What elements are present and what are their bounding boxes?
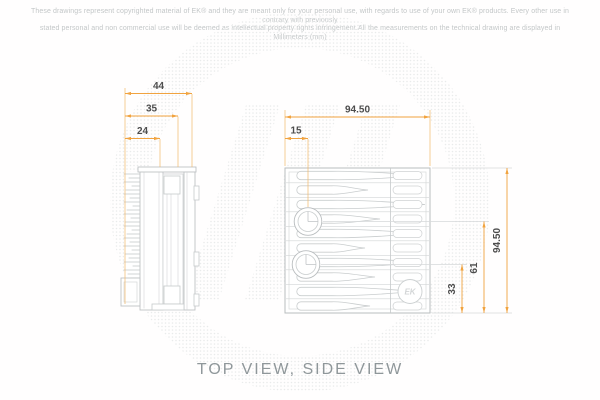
side-view-bottom-foot <box>120 277 141 307</box>
ek-badge-text: EK <box>404 288 416 297</box>
dimension-15-label: 15 <box>290 126 302 137</box>
dimension-94-50-horizontal: 94.50 <box>285 105 430 119</box>
dimension-61: 61 <box>469 221 486 313</box>
dimension-94-50-v-label: 94.50 <box>492 228 503 253</box>
dimension-33: 33 <box>447 264 464 313</box>
side-view-right-plate <box>183 171 196 311</box>
dimension-24-label: 24 <box>137 126 149 137</box>
side-view-main-body <box>139 169 164 311</box>
dimension-94-50-vertical: 94.50 <box>492 168 509 313</box>
top-view-fin-lines <box>286 182 429 300</box>
dimension-61-label: 61 <box>469 262 480 274</box>
side-view-top-cap <box>137 166 197 173</box>
dimension-35-label: 35 <box>146 104 158 115</box>
view-title: TOP VIEW, SIDE VIEW <box>196 361 404 378</box>
dimension-24: 24 <box>125 126 160 141</box>
dimension-15: 15 <box>285 126 308 141</box>
dimension-33-label: 33 <box>447 283 458 295</box>
port-1 <box>293 207 323 236</box>
top-view-blades <box>296 170 426 311</box>
ek-logo-badge: EK <box>397 279 423 304</box>
side-view-dimensions: 44 35 24 <box>124 81 193 304</box>
dimension-44-label: 44 <box>153 81 165 92</box>
top-view-right-capsules <box>392 171 423 311</box>
side-view-drawing <box>120 166 200 311</box>
dimension-94-50-h-label: 94.50 <box>345 105 370 116</box>
port-2 <box>291 250 321 279</box>
dimension-44: 44 <box>125 81 192 96</box>
dimension-35: 35 <box>125 104 178 118</box>
top-view-dimensions: 94.50 15 33 61 <box>284 105 512 314</box>
top-view-drawing: EK <box>284 167 431 314</box>
